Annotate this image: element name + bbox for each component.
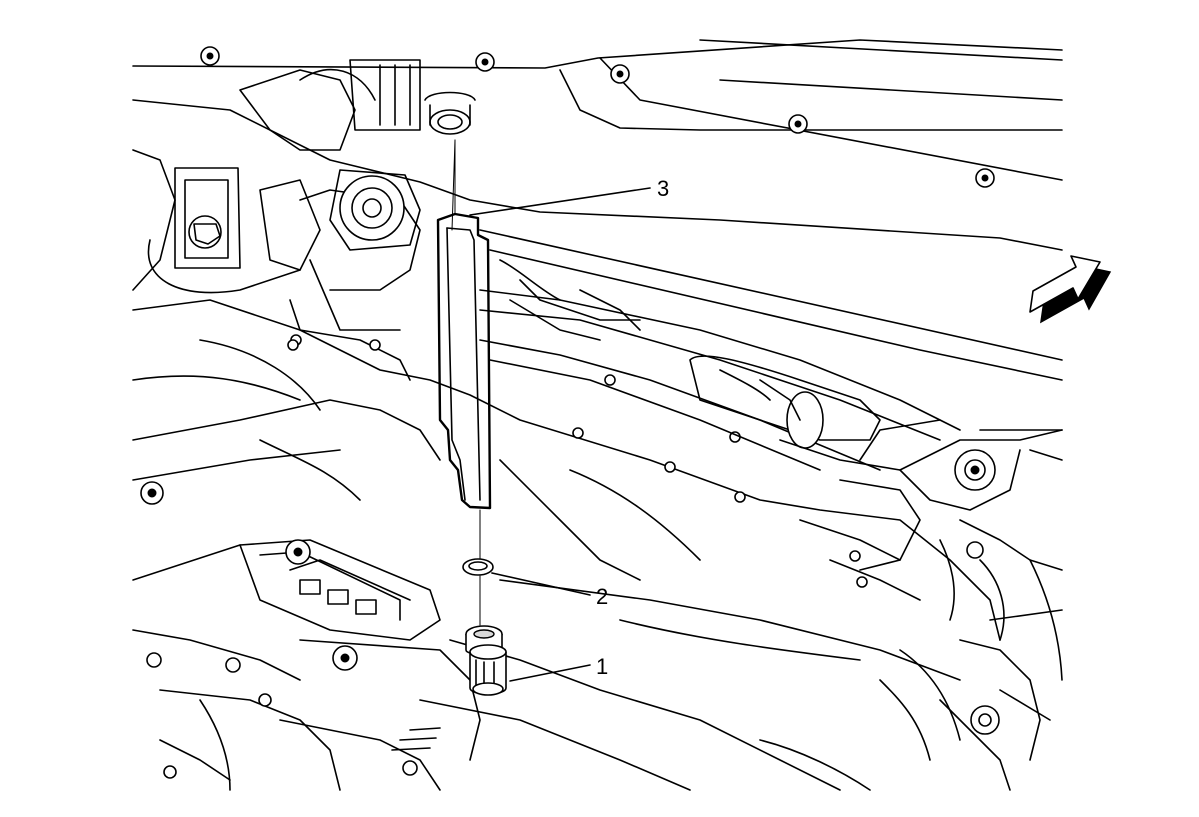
leader-1 xyxy=(509,664,591,682)
callout-label-1: 1 xyxy=(596,654,608,679)
part-1-fitting xyxy=(465,625,507,696)
callout-label-2: 2 xyxy=(596,584,608,609)
leader-3 xyxy=(469,187,651,216)
callout-label-3: 3 xyxy=(657,176,669,201)
direction-arrow-icon xyxy=(1029,255,1112,324)
part-2-washer xyxy=(462,558,494,626)
part-3-rod xyxy=(436,139,492,561)
leader-2 xyxy=(491,572,591,596)
callout-leaders xyxy=(469,187,651,682)
vehicle-underbody-artwork xyxy=(132,39,1063,791)
